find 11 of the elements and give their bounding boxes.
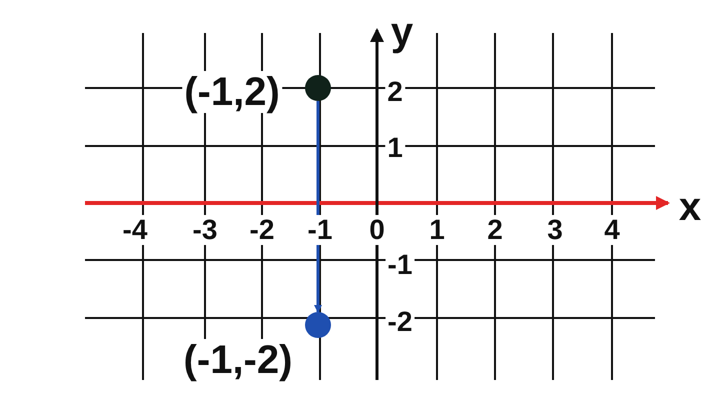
tick-label: 0 [367, 215, 387, 245]
point-label: (-1,2) [182, 71, 282, 113]
tick-label: 4 [602, 215, 622, 245]
point-dot [305, 75, 331, 101]
point-dot [305, 312, 331, 338]
tick-label: -1 [306, 215, 334, 245]
tick-label: -4 [120, 215, 150, 245]
tick-label: 3 [545, 215, 565, 245]
tick-label: -3 [190, 215, 220, 245]
tick-label: 2 [485, 215, 505, 245]
tick-label: -2 [248, 215, 276, 245]
